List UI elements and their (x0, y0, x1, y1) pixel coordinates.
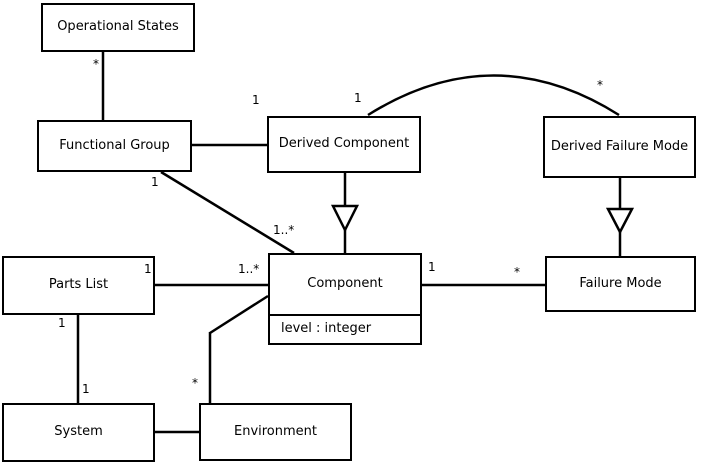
class-box-derived-component[interactable]: Derived Component (267, 116, 421, 173)
class-box-operational-states[interactable]: Operational States (41, 3, 195, 52)
multiplicity-label-failure-mode-component: * (514, 265, 520, 279)
class-name-functional-group: Functional Group (59, 137, 170, 153)
edge-functional-group-to-component (160, 170, 295, 255)
class-box-component[interactable]: Component level : integer (268, 253, 422, 345)
multiplicity-label-derived-component-curve: 1 (354, 91, 362, 105)
multiplicity-label-functional-group-component: 1 (151, 175, 159, 189)
class-name-failure-mode: Failure Mode (579, 275, 662, 291)
class-box-parts-list[interactable]: Parts List (2, 256, 155, 315)
class-box-failure-mode[interactable]: Failure Mode (545, 256, 696, 312)
edge-derived-component-to-derived-failure-mode (367, 74, 620, 117)
multiplicity-label-environment-component: * (192, 376, 198, 390)
class-name-derived-failure-mode: Derived Failure Mode (550, 138, 689, 154)
multiplicity-label-operational-states: * (93, 57, 99, 71)
class-name-parts-list: Parts List (48, 277, 109, 293)
class-box-functional-group[interactable]: Functional Group (37, 120, 192, 172)
multiplicity-label-parts-list-component: 1 (144, 262, 152, 276)
edge-environment-to-component-diagonal (209, 294, 269, 335)
multiplicity-label-parts-list-system: 1 (58, 316, 66, 330)
class-name-component: Component (307, 276, 383, 292)
generalization-triangle-icon-failure-mode (605, 207, 635, 235)
multiplicity-label-derived-component-left: 1 (252, 93, 260, 107)
multiplicity-label-component-parts-list: 1..* (238, 262, 260, 276)
multiplicity-label-system-parts-list: 1 (82, 382, 90, 396)
multiplicity-label-component-failure-mode: 1 (428, 260, 436, 274)
multiplicity-label-derived-failure-mode-curve: * (597, 78, 603, 92)
class-name-operational-states: Operational States (57, 19, 179, 35)
generalization-triangle-icon-component (330, 204, 360, 233)
class-name-system: System (54, 424, 103, 440)
class-name-derived-component: Derived Component (278, 136, 410, 152)
class-box-system[interactable]: System (2, 403, 155, 462)
class-name-environment: Environment (233, 423, 317, 439)
class-box-environment[interactable]: Environment (199, 403, 352, 461)
class-box-derived-failure-mode[interactable]: Derived Failure Mode (543, 116, 696, 178)
multiplicity-label-component-functional-group: 1..* (273, 223, 295, 237)
class-attribute-component-level: level : integer (270, 314, 420, 343)
